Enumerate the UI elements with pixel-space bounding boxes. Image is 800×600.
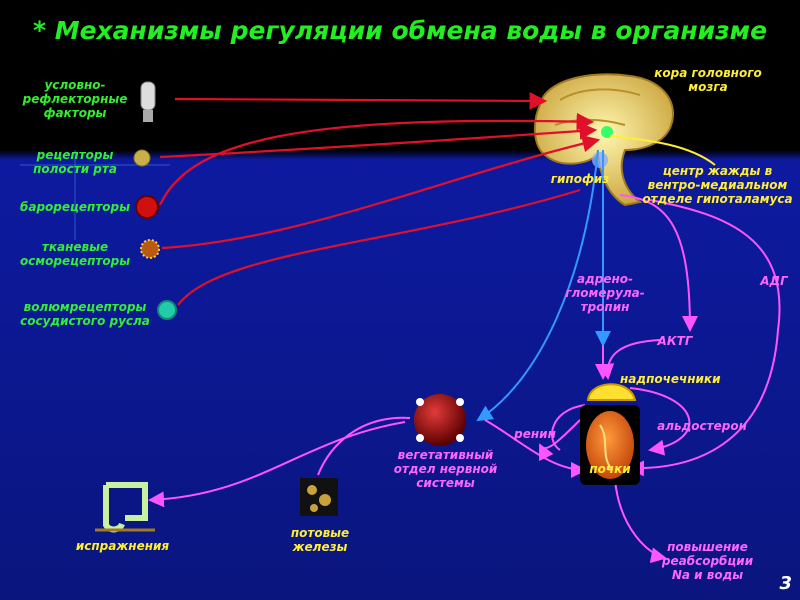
page-number: 3 (779, 573, 792, 594)
label-actg: АКТГ (657, 334, 693, 348)
label-oral-receptors: рецепторы полости рта (33, 148, 117, 176)
osmoreceptor-icon (140, 239, 160, 259)
intestine-illustration (95, 482, 155, 533)
label-ans: вегетативный отдел нервной системы (393, 448, 498, 490)
kidney-illustration (580, 405, 640, 485)
ans-illustration (414, 394, 466, 446)
afferent-arrows (159, 92, 601, 306)
label-thirst-center: центр жажды в вентро-медиальном отделе г… (642, 164, 793, 206)
pituitary-shape (592, 152, 608, 168)
label-baroreceptors: барорецепторы (19, 200, 130, 214)
lamp-icon (140, 81, 156, 122)
label-cortex: кора головного мозга (654, 66, 762, 94)
label-aldosterone: альдостерон (657, 419, 747, 433)
oral-receptor-icon (133, 149, 151, 167)
thirst-link (609, 135, 716, 166)
label-pituitary: гипофиз (550, 172, 610, 186)
volumereceptor-icon (157, 300, 177, 320)
page-title: * Механизмы регуляции обмена воды в орга… (32, 16, 768, 45)
label-osmoreceptors: тканевые осморецепторы (19, 240, 131, 268)
sweat-gland-illustration (300, 478, 338, 516)
label-conditioned-factors: условно- рефлекторные факторы (22, 78, 128, 120)
label-sweat-glands: потовые железы (290, 526, 350, 554)
baroreceptor-icon (135, 195, 159, 219)
label-adrenals: надпочечники (620, 372, 721, 386)
adrenal-illustration (586, 383, 637, 401)
efferent-arrows (148, 194, 781, 564)
label-renin: ренин (514, 427, 556, 441)
label-adg: АДГ (760, 274, 788, 288)
thirst-center-dot (601, 126, 613, 138)
label-adgt: адрено- гломерула- тропин (565, 272, 645, 314)
label-volumereceptors: волюмрецепторы сосудистого русла (20, 300, 150, 328)
label-reabsorption: повышение реабсорбции Na и воды (661, 540, 754, 582)
label-excretion: испражнения (75, 539, 170, 553)
nervous-arrows (476, 149, 611, 422)
label-kidneys: почки (589, 462, 631, 476)
